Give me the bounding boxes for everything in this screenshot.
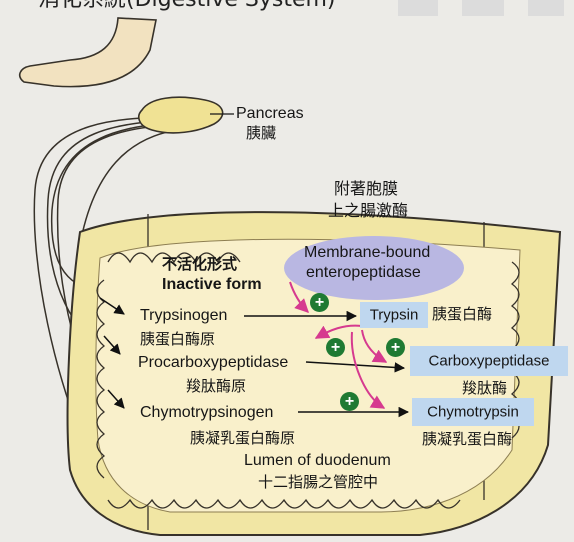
inactive-form-label-zh: 不活化形式 bbox=[162, 256, 237, 273]
zymogen-label: Procarboxypeptidase bbox=[138, 354, 288, 372]
active-enzyme-label-zh: 胰凝乳蛋白酶 bbox=[422, 431, 512, 448]
plus-activation-icon: + bbox=[310, 293, 329, 312]
active-enzyme-label: Carboxypeptidase bbox=[410, 353, 568, 370]
pancreas-label-zh: 胰臟 bbox=[246, 125, 276, 142]
membrane-enzyme-note: 附著胞膜 bbox=[334, 180, 398, 198]
active-enzyme-label: Chymotrypsin bbox=[412, 404, 534, 421]
zymogen-label: Trypsinogen bbox=[140, 307, 227, 325]
enzyme-box-carboxypeptidase: Carboxypeptidase bbox=[410, 346, 568, 376]
active-enzyme-label: Trypsin bbox=[360, 307, 428, 324]
zymogen-label-zh: 胰凝乳蛋白酶原 bbox=[190, 430, 295, 447]
stomach-illustration bbox=[20, 18, 156, 87]
lumen-label: Lumen of duodenum bbox=[244, 452, 391, 470]
zymogen-label-zh: 胰蛋白酶原 bbox=[140, 331, 215, 348]
zymogen-label: Chymotrypsinogen bbox=[140, 404, 273, 422]
inactive-form-label: Inactive form bbox=[162, 276, 262, 294]
lumen-label-zh: 十二指腸之管腔中 bbox=[258, 474, 378, 491]
pancreas-label: Pancreas bbox=[236, 105, 304, 123]
plus-activation-icon: + bbox=[326, 338, 345, 357]
zymogen-label-zh: 羧肽酶原 bbox=[186, 378, 246, 395]
membrane-enzyme-label: enteropeptidase bbox=[306, 264, 421, 282]
enzyme-box-chymotrypsin: Chymotrypsin bbox=[412, 398, 534, 426]
membrane-enzyme-note: 上之腸激酶 bbox=[328, 202, 408, 220]
pancreas-illustration bbox=[139, 97, 223, 133]
enzyme-box-trypsin: Trypsin bbox=[360, 302, 428, 328]
membrane-enzyme-label: Membrane-bound bbox=[304, 244, 430, 262]
active-enzyme-label-zh: 胰蛋白酶 bbox=[432, 306, 492, 323]
active-enzyme-label-zh: 羧肽酶 bbox=[462, 380, 507, 397]
plus-activation-icon: + bbox=[386, 338, 405, 357]
plus-activation-icon: + bbox=[340, 392, 359, 411]
